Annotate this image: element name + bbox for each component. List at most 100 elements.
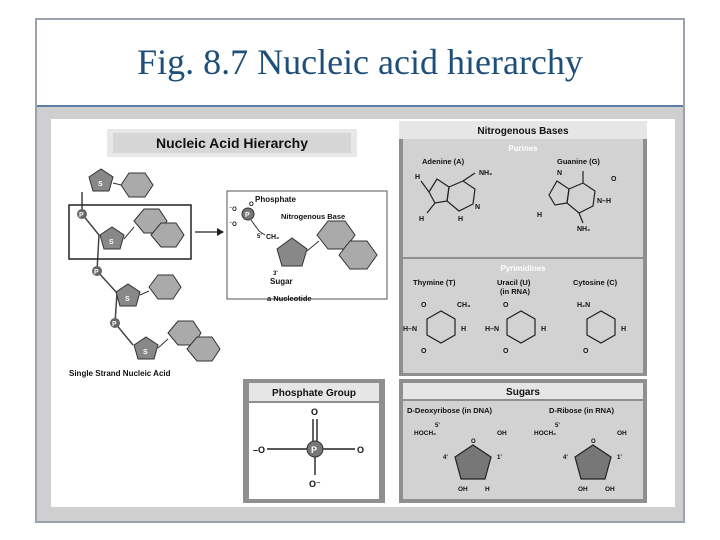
nucleotide-glycosidic-bond — [306, 240, 320, 252]
adenine-label: Adenine (A) — [422, 157, 465, 166]
cytosine-o: O — [583, 348, 589, 355]
strand-p-1: P — [79, 212, 84, 219]
uracil-o2: O — [503, 348, 509, 355]
strand-letters: P P P S S S S — [79, 181, 148, 356]
strand-phosphates — [77, 209, 120, 328]
deoxyribose-h: H — [485, 486, 490, 493]
deoxyribose-c4: 4' — [443, 455, 448, 461]
strand-bond-3 — [139, 290, 150, 296]
figure-canvas: Nucleic Acid Hierarchy P P P S S S — [51, 119, 675, 507]
guanine-h: H — [537, 212, 542, 219]
nucleotide-sugar — [276, 237, 308, 267]
adenine-nh2: NH₂ — [479, 170, 492, 177]
strand-base-1 — [120, 172, 154, 198]
nucleotide-caption: a Nucleotide — [267, 294, 312, 303]
guanine-label: Guanine (G) — [557, 157, 600, 166]
strand-bond-4 — [157, 338, 169, 349]
uracil-o1: O — [503, 302, 509, 309]
phosphate-o-left: –O — [253, 445, 265, 455]
zoom-arrow-head — [217, 228, 224, 236]
strand-s-1: S — [98, 181, 103, 188]
ribose-label: D-Ribose (in RNA) — [549, 406, 614, 415]
strand-sugar-3 — [115, 283, 141, 307]
strand-sugar-4 — [133, 336, 159, 360]
pyrimidines-panel — [403, 259, 643, 373]
nucleotide-sugar-label: Sugar — [270, 277, 293, 286]
cytosine-label: Cytosine (C) — [573, 278, 618, 287]
thymine-o1: O — [421, 302, 427, 309]
deoxyribose-c1: 1' — [497, 455, 502, 461]
strand-phosphate-3 — [110, 318, 120, 328]
ribose-o: O — [591, 439, 596, 445]
ribose-c4: 4' — [563, 455, 568, 461]
nucleotide-selection-box — [68, 204, 192, 260]
phosphate-group-heading-bar — [249, 383, 379, 401]
deoxyribose-hoch2: HOCH₂ — [414, 430, 436, 437]
strand-phosphate-2 — [92, 266, 102, 276]
pyrimidines-label: Pyrimidines — [500, 264, 546, 273]
bases-heading-bar — [399, 121, 647, 139]
strand-s-4: S — [143, 349, 148, 356]
guanine-nh: N–H — [597, 198, 611, 205]
nucleotide-c5: 5' — [257, 234, 262, 240]
strand-phosphate-1 — [77, 209, 87, 219]
strand-nucleotide-1 — [88, 168, 154, 198]
strand-caption: Single Strand Nucleic Acid — [69, 369, 171, 378]
nucleotide-o-minus-1: ⁻O — [229, 207, 237, 213]
uracil-ring — [506, 310, 536, 344]
sugars-heading: Sugars — [506, 387, 540, 398]
strand-s-3: S — [125, 296, 130, 303]
strand-base-4a — [167, 320, 202, 346]
thymine-o2: O — [421, 348, 427, 355]
phosphate-p: P — [311, 445, 317, 455]
slide-frame — [35, 18, 685, 523]
adenine-h1: H — [415, 174, 420, 181]
strand-base-4b — [186, 336, 221, 362]
bases-heading: Nitrogenous Bases — [477, 126, 569, 137]
uracil-label-2: (in RNA) — [500, 287, 530, 296]
ribose-ring — [574, 444, 612, 480]
strand-p-2: P — [94, 269, 99, 276]
phosphate-o-right: O — [357, 445, 364, 455]
ribose-c5: 5' — [555, 423, 560, 429]
nucleotide-ester-bond — [250, 219, 266, 236]
nucleotide-base-ring-2 — [338, 240, 378, 270]
slide-title: Fig. 8.7 Nucleic acid hierarchy — [137, 42, 583, 82]
uracil-label-1: Uracil (U) — [497, 278, 531, 287]
guanine-structure — [548, 171, 596, 224]
nucleotide-c3: 3' — [273, 271, 278, 277]
sugars-heading-bar — [403, 383, 643, 399]
nucleotide-ch2: CH₂ — [266, 234, 279, 241]
strand-bond-2 — [123, 226, 135, 240]
nucleotide-p: P — [245, 212, 250, 219]
cytosine-h2n: H₂N — [577, 302, 590, 309]
guanine-n: N — [557, 170, 562, 177]
uracil-h: H — [541, 326, 546, 333]
ribose-hoch2: HOCH₂ — [534, 430, 556, 437]
deoxyribose-oh-top: OH — [497, 430, 507, 437]
hierarchy-title: Nucleic Acid Hierarchy — [156, 135, 308, 151]
deoxyribose-o: O — [471, 439, 476, 445]
ribose-c1: 1' — [617, 455, 622, 461]
adenine-structure — [420, 172, 476, 214]
strand-sugar-2 — [99, 226, 125, 250]
nucleotide-phosphate-label: Phosphate — [255, 195, 296, 204]
title-divider — [37, 105, 683, 107]
phosphate-group-heading: Phosphate Group — [272, 388, 356, 399]
strand-s-2: S — [109, 239, 114, 246]
nucleotide-base-ring-1 — [316, 220, 356, 250]
adenine-h2: H — [419, 216, 424, 223]
phosphate-p-circle — [306, 440, 324, 458]
ribose-oh-bottom-1: OH — [578, 486, 588, 493]
purines-panel — [403, 139, 643, 257]
uracil-hn: H–N — [485, 326, 499, 333]
thymine-ring — [426, 310, 456, 344]
nucleotide-ring-o: O — [249, 202, 254, 208]
purines-label: Purines — [508, 144, 538, 153]
ribose-oh-top: OH — [617, 430, 627, 437]
nucleotide-phosphate-circle — [241, 207, 255, 221]
strand-base-3 — [148, 274, 182, 300]
strand-bond-1 — [112, 182, 122, 186]
cytosine-ring — [586, 310, 616, 344]
strand-sugar-1 — [88, 168, 114, 192]
